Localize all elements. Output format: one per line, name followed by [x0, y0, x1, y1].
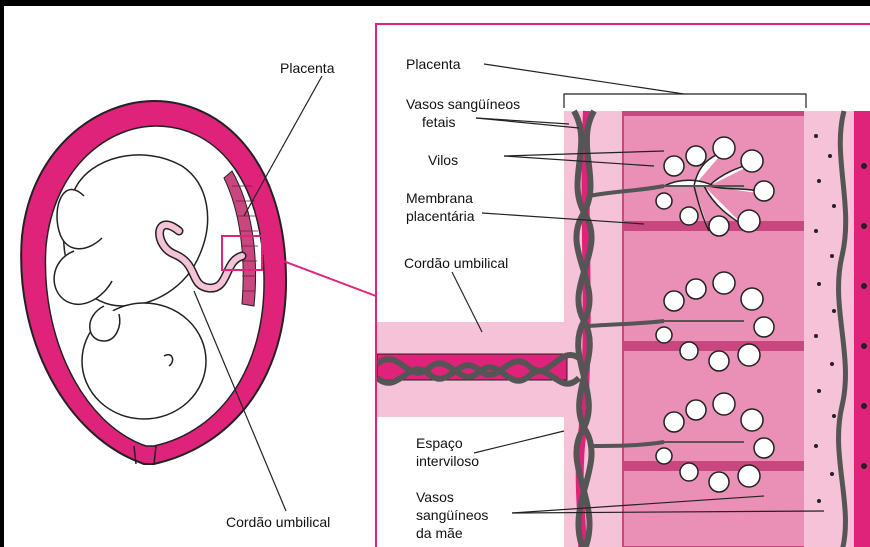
- uterus-drawing: [21, 76, 376, 511]
- label-membrane-1: Membrana: [406, 190, 473, 206]
- label-fetal-vessels-2: fetais: [422, 114, 455, 130]
- label-umbilical-cord: Cordão umbilical: [404, 255, 508, 271]
- label-maternal-vessels-1: Vasos: [416, 489, 454, 505]
- label-membrane-2: placentária: [406, 208, 475, 224]
- label-maternal-vessels-2: sangüíneos: [416, 507, 488, 523]
- label-villi: Vilos: [428, 152, 458, 168]
- label-placenta: Placenta: [406, 56, 460, 72]
- label-cord-left: Cordão umbilical: [226, 514, 330, 530]
- label-intervillous-1: Espaço: [416, 435, 463, 451]
- label-fetal-vessels-1: Vasos sangüíneos: [406, 96, 520, 112]
- label-maternal-vessels-3: da mãe: [416, 525, 463, 541]
- label-placenta-left: Placenta: [280, 60, 334, 76]
- label-intervillous-2: interviloso: [416, 453, 479, 469]
